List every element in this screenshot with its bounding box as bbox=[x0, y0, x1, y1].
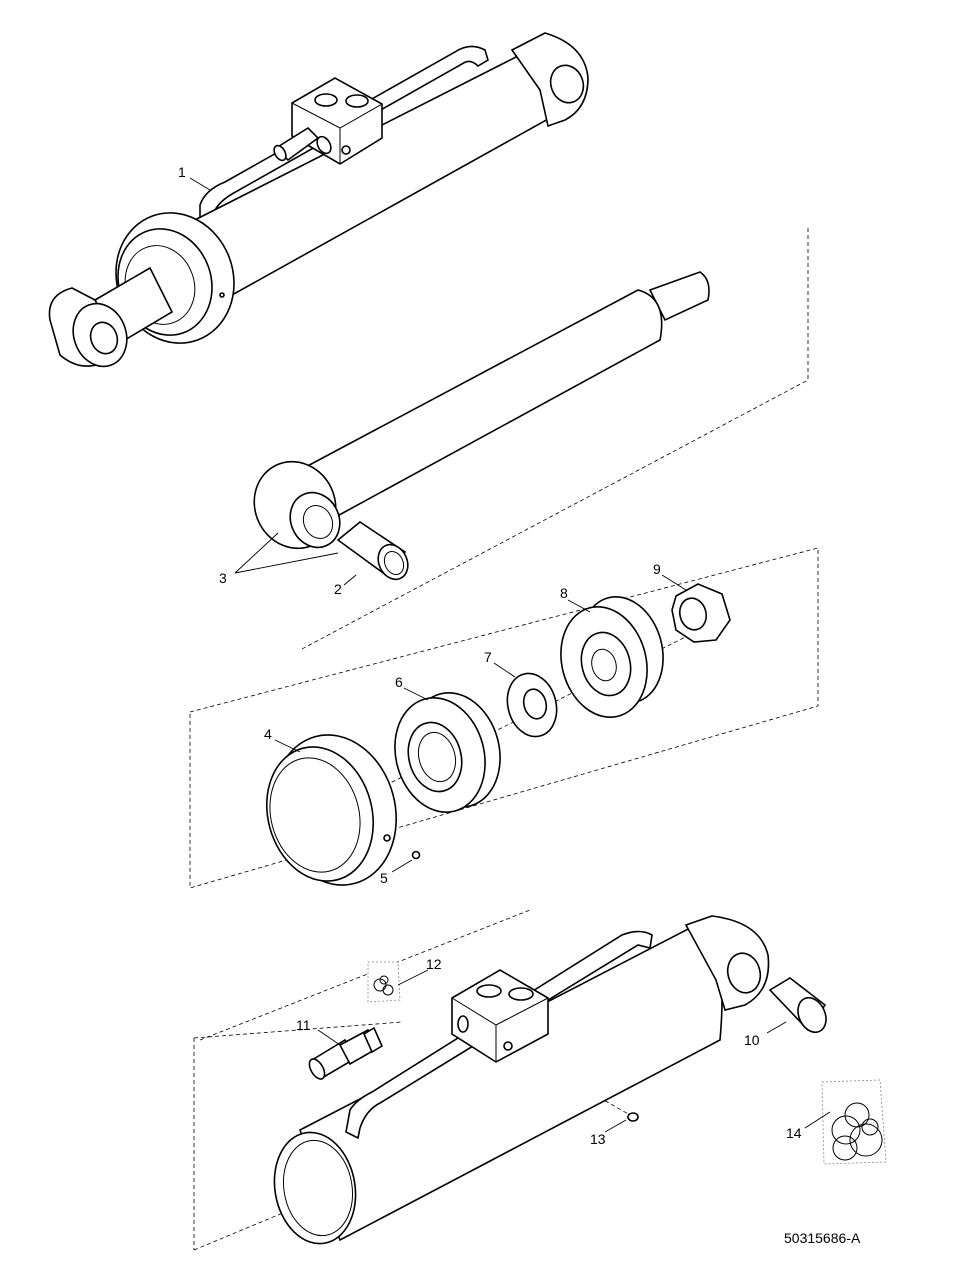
callout-3: 3 bbox=[219, 570, 227, 586]
piston-rod bbox=[253, 228, 809, 651]
callout-2: 2 bbox=[334, 581, 342, 597]
callout-8: 8 bbox=[560, 585, 568, 601]
barrel-group bbox=[193, 909, 770, 1251]
callout-1: 1 bbox=[178, 164, 186, 180]
callout-13: 13 bbox=[590, 1131, 606, 1147]
callout-5: 5 bbox=[380, 870, 388, 886]
bushing-part-2 bbox=[336, 521, 409, 581]
callout-9: 9 bbox=[653, 561, 661, 577]
drawing-number: 50315686-A bbox=[784, 1230, 861, 1246]
seal-kit-bag-part-12 bbox=[367, 961, 401, 1003]
callout-11: 11 bbox=[296, 1017, 311, 1033]
callout-10: 10 bbox=[744, 1032, 760, 1048]
callout-7: 7 bbox=[484, 649, 492, 665]
leader-lines bbox=[189, 177, 831, 1133]
bushing-part-10 bbox=[768, 977, 827, 1034]
callout-14: 14 bbox=[786, 1125, 802, 1141]
piston-gland-group bbox=[189, 547, 819, 889]
seal-kit-bag-part-14 bbox=[821, 1079, 887, 1165]
callout-6: 6 bbox=[395, 674, 403, 690]
callout-4: 4 bbox=[264, 726, 272, 742]
set-screw-part-5 bbox=[411, 850, 421, 860]
callout-12: 12 bbox=[426, 956, 442, 972]
gland-housing-part-4 bbox=[265, 734, 398, 886]
piston-part-8 bbox=[560, 596, 664, 718]
plug-part-13 bbox=[627, 1112, 639, 1122]
assembled-hydraulic-cylinder bbox=[48, 32, 589, 368]
gland-part-6 bbox=[394, 692, 501, 813]
hex-nut-part-9 bbox=[671, 583, 731, 643]
check-valve-part-11 bbox=[308, 1026, 384, 1080]
washer-part-7 bbox=[506, 672, 558, 738]
